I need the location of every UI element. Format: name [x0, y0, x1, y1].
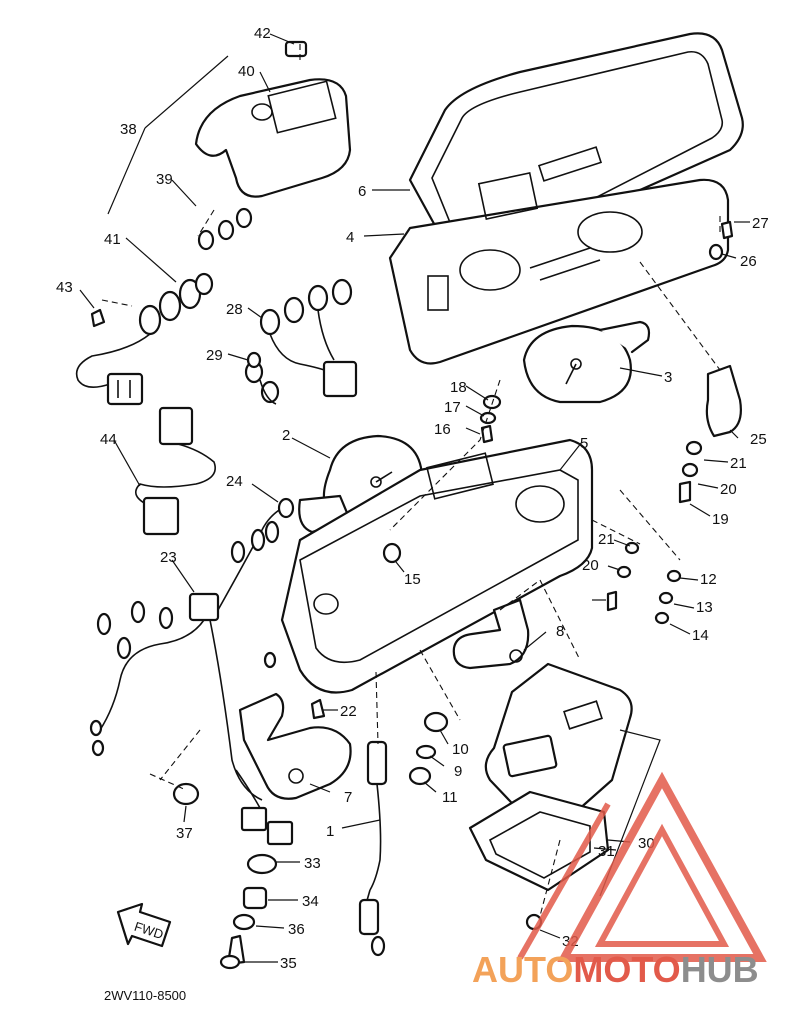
- callout-15: 15: [404, 571, 421, 588]
- callout-38: 38: [120, 121, 137, 138]
- handlebar-switch: [468, 662, 633, 931]
- callout-39: 39: [156, 171, 173, 188]
- callout-8: 8: [556, 623, 564, 640]
- callout-13: 13: [696, 599, 713, 616]
- callout-23: 23: [160, 549, 177, 566]
- callout-17: 17: [444, 399, 461, 416]
- callout-6: 6: [358, 183, 366, 200]
- watermark-moto: MOTO: [573, 949, 680, 990]
- callout-40: 40: [238, 63, 255, 80]
- callout-44: 44: [100, 431, 117, 448]
- watermark: AUTOMOTOHUB: [472, 771, 767, 990]
- callout-35: 35: [280, 955, 297, 972]
- meter-bracket: [238, 692, 352, 800]
- watermark-hub: HUB: [681, 949, 759, 990]
- callout-2: 2: [282, 427, 290, 444]
- callout-41: 41: [104, 231, 121, 248]
- callout-1: 1: [326, 823, 334, 840]
- callout-42: 42: [254, 25, 271, 42]
- stay-bracket: [452, 598, 530, 670]
- bulbs: [197, 207, 253, 251]
- callout-25: 25: [750, 431, 767, 448]
- watermark-triangle-icon: [517, 771, 767, 962]
- socket-cord: [75, 272, 214, 406]
- callout-7: 7: [344, 789, 352, 806]
- callout-24: 24: [226, 473, 243, 490]
- callout-21a: 21: [730, 455, 747, 472]
- fwd-arrow-icon: [116, 902, 172, 948]
- callout-22: 22: [340, 703, 357, 720]
- callout-36: 36: [288, 921, 305, 938]
- speedometer-cable: [358, 740, 388, 957]
- callout-26: 26: [740, 253, 757, 270]
- callout-29: 29: [206, 347, 223, 364]
- callout-18: 18: [450, 379, 467, 396]
- callout-37: 37: [176, 825, 193, 842]
- callout-19: 19: [712, 511, 729, 528]
- sub-harness: [134, 406, 216, 536]
- callout-10: 10: [452, 741, 469, 758]
- callout-27: 27: [752, 215, 769, 232]
- callout-4: 4: [346, 229, 354, 246]
- tachometer: [522, 320, 651, 404]
- callout-21b: 21: [598, 531, 615, 548]
- small-parts: [90, 220, 742, 970]
- watermark-auto: AUTO: [472, 949, 573, 990]
- callout-20b: 20: [582, 557, 599, 574]
- meter-case: [388, 172, 730, 365]
- indicator-housing: [194, 40, 352, 198]
- callout-43: 43: [56, 279, 73, 296]
- callout-9: 9: [454, 763, 462, 780]
- main-harness: [89, 505, 294, 846]
- callout-11: 11: [442, 789, 458, 806]
- diagram-code: 2WV110-8500: [104, 988, 186, 1003]
- callout-5: 5: [580, 435, 588, 452]
- meter-harness: [244, 278, 358, 405]
- callout-34: 34: [302, 893, 319, 910]
- callout-3: 3: [664, 369, 672, 386]
- svg-text:AUTOMOTOHUB: AUTOMOTOHUB: [472, 949, 759, 990]
- callout-20a: 20: [720, 481, 737, 498]
- meter-housing: [280, 438, 594, 694]
- callout-33: 33: [304, 855, 321, 872]
- callout-14: 14: [692, 627, 709, 644]
- callout-28: 28: [226, 301, 243, 318]
- callout-12: 12: [700, 571, 717, 588]
- callout-16: 16: [434, 421, 451, 438]
- callout-31: 31: [598, 843, 615, 860]
- leader-lines: [79, 33, 750, 963]
